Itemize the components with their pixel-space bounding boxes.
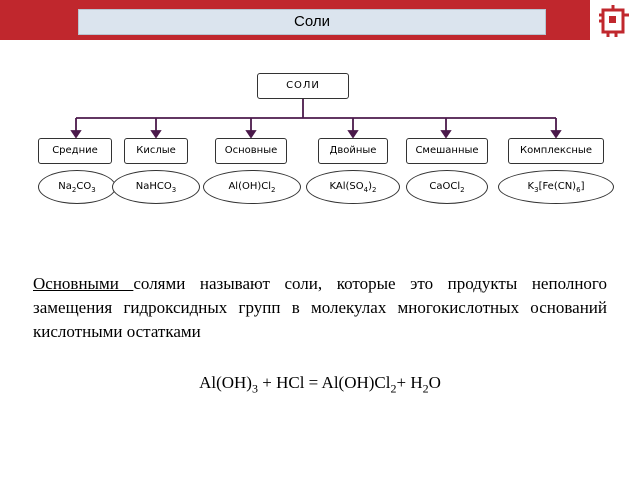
salt-classification-connectors xyxy=(70,99,562,139)
definition-paragraph: Основными солями называют соли, которые … xyxy=(33,272,607,344)
defined-term: Основными xyxy=(33,274,134,293)
example-mixed: CaOCl2 xyxy=(406,170,488,204)
category-complex: Комплексные xyxy=(508,138,604,164)
definition-body: солями называют соли, которые это продук… xyxy=(33,274,607,341)
example-acidic: NaHCO3 xyxy=(112,170,200,204)
top-bar: Соли xyxy=(0,0,640,44)
root-node-salts: СОЛИ xyxy=(257,73,349,99)
category-basic: Основные xyxy=(215,138,287,164)
circuit-logo-icon xyxy=(594,2,636,42)
reaction-equation: Al(OH)3 + HCl = Al(OH)Cl2+ H2O xyxy=(199,373,441,396)
category-mixed: Смешанные xyxy=(406,138,488,164)
category-medium: Средние xyxy=(38,138,112,164)
category-acidic: Кислые xyxy=(124,138,188,164)
example-medium: Na2CO3 xyxy=(38,170,116,204)
page-title: Соли xyxy=(78,9,546,35)
example-basic: Al(OH)Cl2 xyxy=(203,170,301,204)
example-complex: K3[Fe(CN)6] xyxy=(498,170,614,204)
category-double: Двойные xyxy=(318,138,388,164)
example-double: KAl(SO4)2 xyxy=(306,170,400,204)
